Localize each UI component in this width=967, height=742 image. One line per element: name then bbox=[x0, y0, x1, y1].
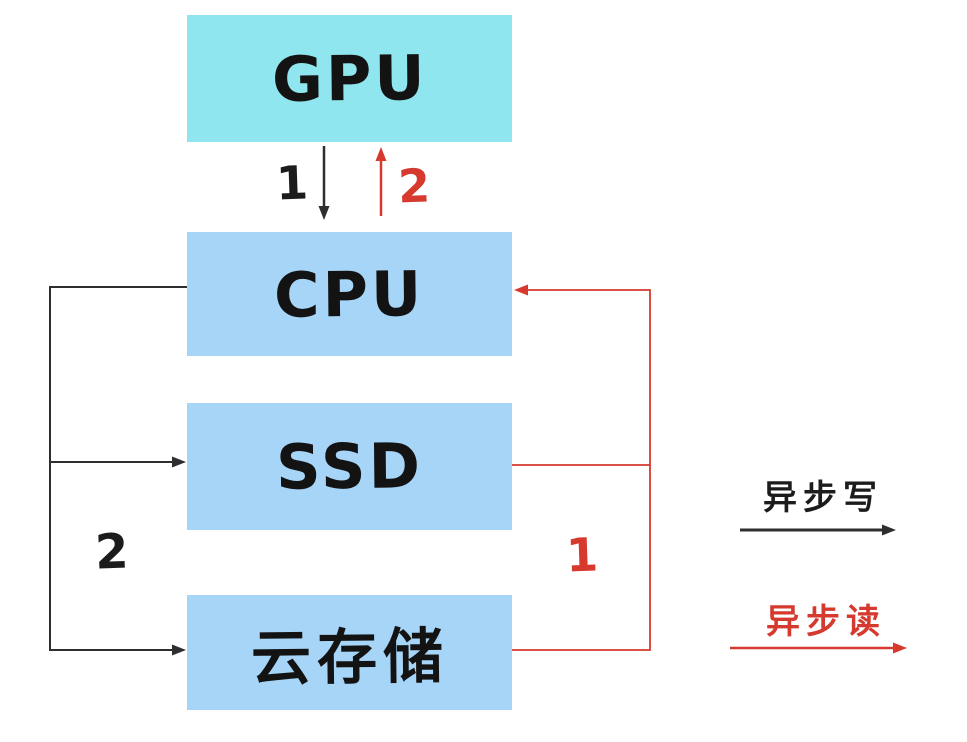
node-cpu-label: CPU bbox=[273, 256, 426, 332]
legend-async-write-label: 异步写 bbox=[763, 478, 883, 518]
node-cpu: CPU bbox=[187, 232, 512, 356]
edge-label-cpu-to-gpu: 2 bbox=[397, 158, 431, 214]
legend-read-arrowhead bbox=[893, 642, 907, 654]
arrowhead-read-to-cpu bbox=[514, 284, 528, 296]
node-ssd: SSD bbox=[187, 403, 512, 530]
edge-cpu-to-cloud-write bbox=[49, 286, 187, 651]
arrowhead-gpu-to-cpu bbox=[318, 206, 330, 220]
edge-label-gpu-to-cpu: 1 bbox=[275, 155, 309, 211]
arrowhead-write-to-ssd bbox=[172, 456, 186, 468]
node-ssd-label: SSD bbox=[275, 429, 424, 504]
edge-label-storage-to-cpu: 1 bbox=[565, 527, 599, 583]
edge-label-cpu-to-storage: 2 bbox=[94, 523, 130, 581]
legend-write-arrowhead bbox=[882, 524, 896, 536]
arrowhead-write-to-cloud bbox=[172, 644, 186, 656]
node-cloud-storage: 云存储 bbox=[187, 595, 512, 710]
node-gpu: GPU bbox=[187, 15, 512, 142]
node-cloud-storage-label: 云存储 bbox=[250, 621, 449, 695]
edge-cloud-to-cpu-read bbox=[512, 289, 651, 651]
node-gpu-label: GPU bbox=[271, 41, 428, 116]
arrowhead-cpu-to-gpu bbox=[375, 147, 387, 161]
legend-async-read-label: 异步读 bbox=[766, 602, 886, 642]
